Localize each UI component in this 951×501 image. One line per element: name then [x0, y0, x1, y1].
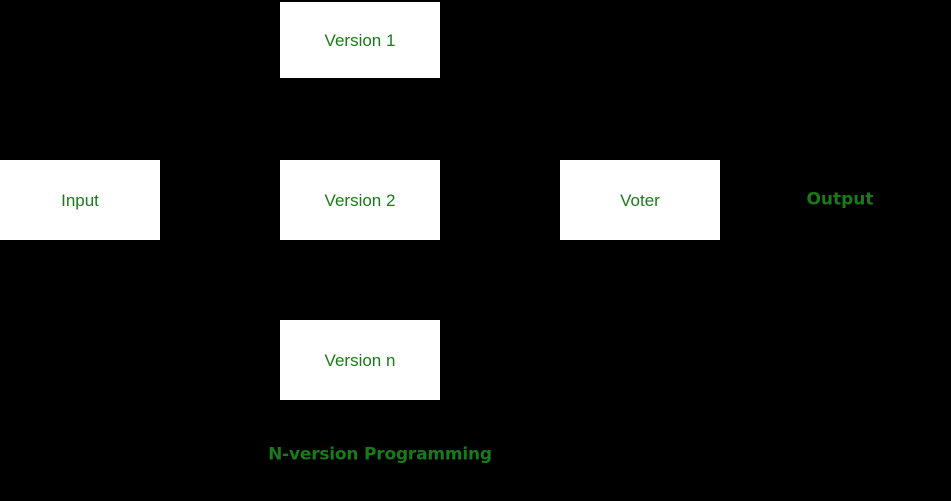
- node-version-1: Version 1: [280, 2, 440, 78]
- node-voter: Voter: [560, 160, 720, 240]
- node-input-label: Input: [61, 190, 99, 210]
- edge-versionn-to-voter: [440, 199, 560, 361]
- node-version-n: Version n: [280, 320, 440, 400]
- node-version-2-label: Version 2: [324, 190, 396, 210]
- diagram-caption: N-version Programming: [268, 444, 492, 465]
- node-input: Input: [0, 160, 160, 240]
- node-version-2: Version 2: [280, 160, 440, 240]
- node-version-n-label: Version n: [324, 350, 396, 370]
- node-voter-label: Voter: [620, 190, 660, 210]
- node-version-1-label: Version 1: [324, 30, 396, 50]
- node-output-label: Output: [806, 189, 874, 210]
- edge-input-to-version1: [160, 39, 280, 201]
- edge-input-to-versionn: [160, 199, 280, 361]
- edge-version1-to-voter: [440, 39, 560, 201]
